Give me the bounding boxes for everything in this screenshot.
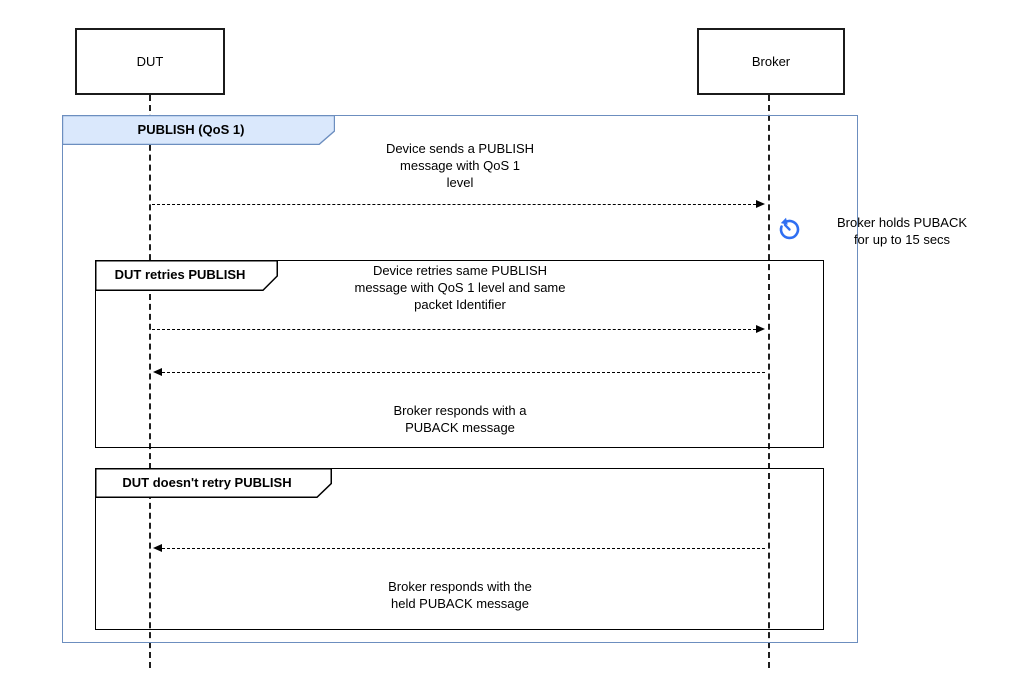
message-text-puback: Broker responds with a PUBACK message [393, 403, 527, 435]
message-text-publish: Device sends a PUBLISH message with QoS … [385, 141, 535, 190]
actor-box-broker: Broker [697, 28, 845, 95]
actor-box-dut: DUT [75, 28, 225, 95]
hold-timer-icon [779, 217, 800, 240]
actor-label-dut: DUT [136, 54, 164, 69]
message-arrow-retry-publish [152, 324, 765, 333]
fragment-label-shape-retry [95, 260, 278, 291]
message-arrow-held-puback [153, 543, 765, 552]
message-text-retry-publish: Device retries same PUBLISH message with… [354, 263, 566, 312]
fragment-label-publish-qos1: PUBLISH (QoS 1) [137, 121, 245, 137]
message-text-held-puback: Broker responds with the held PUBACK mes… [388, 579, 532, 611]
message-arrow-publish [152, 199, 765, 208]
fragment-frame-publish-qos1 [62, 115, 858, 643]
arrowhead-left [153, 543, 162, 552]
actor-label-broker: Broker [751, 54, 791, 69]
fragment-frame-no-retry [95, 468, 824, 630]
fragment-label-retry: DUT retries PUBLISH [114, 267, 246, 282]
fragment-label-shape-publish-qos1 [62, 115, 335, 145]
lifeline-dut [149, 95, 151, 668]
note-text-broker-holds-puback: Broker holds PUBACK for up to 15 secs [836, 215, 968, 247]
arrowhead-left [153, 367, 162, 376]
fragment-label-shape-no-retry [95, 468, 332, 498]
fragment-label-no-retry: DUT doesn't retry PUBLISH [122, 474, 292, 490]
fragment-frame-retry [95, 260, 824, 448]
message-arrow-puback [153, 367, 765, 376]
arrowhead-right [756, 324, 765, 333]
lifeline-broker [768, 95, 770, 668]
arrowhead-right [756, 199, 765, 208]
